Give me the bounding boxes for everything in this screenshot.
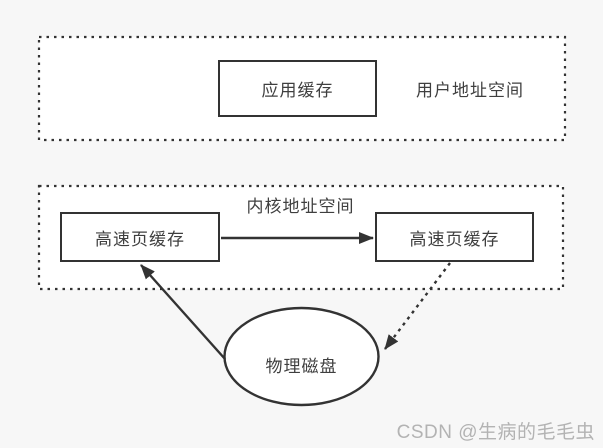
page-cache-right-node: 高速页缓存: [375, 212, 534, 262]
disk-to-page-cache-arrow: [140, 264, 226, 360]
user-space-label: 用户地址空间: [416, 81, 524, 100]
app-cache-node: 应用缓存: [218, 60, 377, 117]
page-cache-right-label: 高速页缓存: [409, 229, 500, 249]
physical-disk-shape: [223, 306, 380, 407]
app-cache-label: 应用缓存: [261, 81, 334, 100]
page-cache-to-disk-dashed-arrow: [384, 262, 451, 350]
page-cache-left-label: 高速页缓存: [95, 229, 185, 249]
page-cache-left-node: 高速页缓存: [60, 212, 220, 262]
watermark-text: CSDN @生病的毛毛虫: [396, 422, 595, 443]
kernel-space-label: 内核地址空间: [246, 197, 355, 216]
physical-disk-label: 物理磁盘: [265, 357, 338, 376]
